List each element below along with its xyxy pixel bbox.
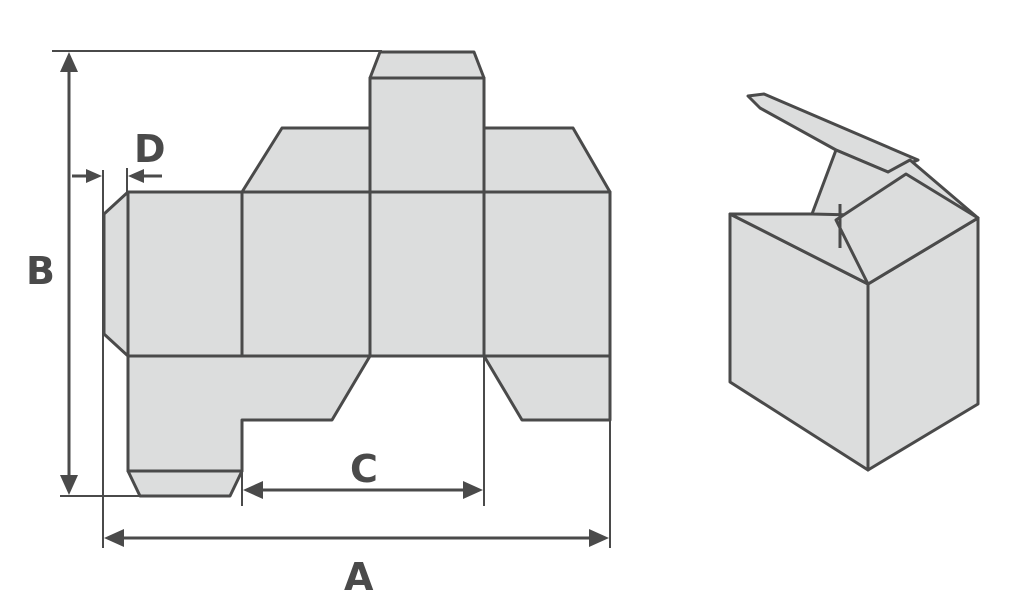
box-right-flap	[834, 172, 980, 286]
dim-label-a: A	[344, 555, 374, 599]
bottom-lock-flap	[126, 354, 372, 473]
dim-d-arrow-right	[128, 169, 144, 183]
dim-b-arrow-top	[60, 52, 78, 72]
assembled-box	[728, 92, 980, 472]
glue-flap	[102, 190, 130, 358]
back-panel	[482, 190, 612, 358]
dim-c-arrow-left	[243, 481, 263, 499]
dim-a-arrow-right	[589, 529, 609, 547]
top-dust-flap-left	[240, 126, 372, 194]
top-dust-flap-right	[482, 126, 612, 194]
dim-d-arrow-left	[86, 169, 102, 183]
bottom-tuck-tab	[126, 469, 244, 498]
dim-c-arrow-right	[463, 481, 483, 499]
side-panel-1	[126, 190, 244, 358]
top-lid-panel	[368, 76, 486, 194]
bottom-dust-flap-right	[482, 354, 612, 422]
top-tuck-flap	[368, 50, 486, 80]
dim-label-b: B	[26, 249, 55, 293]
dim-label-d: D	[134, 127, 166, 171]
box-net	[102, 50, 612, 498]
front-panel	[240, 190, 372, 358]
dim-label-c: C	[350, 447, 378, 491]
side-panel-2	[368, 190, 486, 358]
dim-b-arrow-bottom	[60, 475, 78, 495]
dimension-markers	[52, 50, 611, 548]
dim-a-arrow-left	[104, 529, 124, 547]
